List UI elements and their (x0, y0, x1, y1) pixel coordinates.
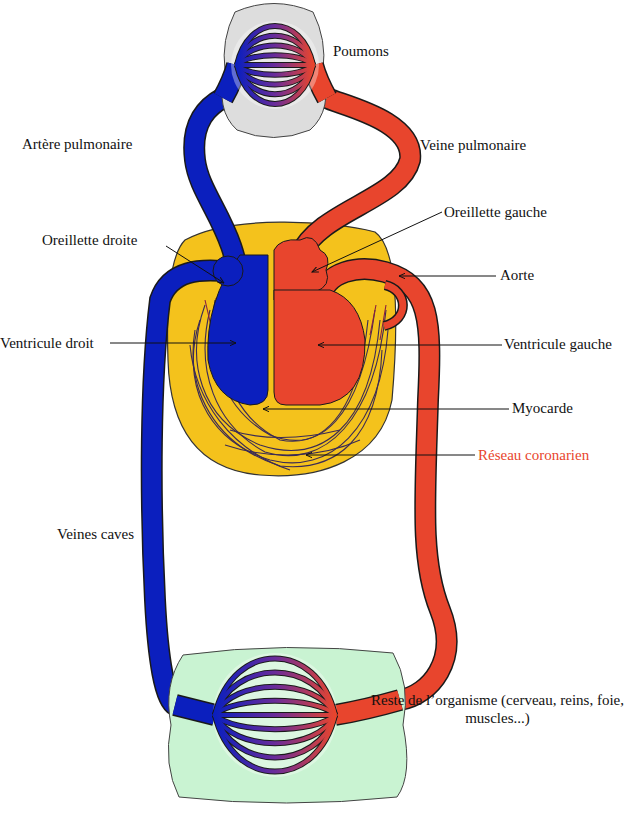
leader-line (399, 276, 496, 277)
coronary-artery-branch (384, 285, 403, 326)
vessel-stub-outline (175, 705, 215, 715)
capillary (215, 715, 335, 729)
part-label: Oreillette gauche (444, 203, 547, 221)
capillary-outline (215, 687, 335, 715)
part-label: Veines caves (57, 525, 134, 543)
capillary-outline (215, 658, 335, 715)
region-label: Reste de l’organisme (cerveau, reins, fo… (370, 691, 625, 727)
capillary (215, 713, 335, 717)
capillary-bed (231, 21, 319, 109)
region-shape (215, 0, 333, 142)
part-label: Ventricule gauche (504, 335, 612, 353)
capillary (237, 55, 313, 65)
leader-line (318, 345, 502, 346)
capillary-outline (215, 712, 335, 718)
capillary (215, 715, 335, 772)
lungs-region: Poumons (215, 0, 333, 142)
capillary-outline (237, 65, 313, 104)
region-outline (168, 647, 407, 803)
capillary (237, 36, 313, 65)
part-label: Réseau coronarien (478, 446, 589, 464)
leader-line (263, 409, 509, 410)
right-atrium (213, 256, 243, 286)
capillary-outline (237, 26, 313, 65)
region-outline (222, 4, 326, 138)
part-label: Aorte (500, 266, 534, 284)
part-label: Oreillette droite (42, 231, 137, 249)
right-ventricle (208, 255, 268, 405)
capillary (215, 658, 335, 715)
capillary (237, 65, 313, 75)
capillary (215, 673, 335, 715)
capillary (215, 701, 335, 715)
region-label: Poumons (333, 42, 389, 60)
capillary-outline (237, 55, 313, 65)
leader-line (110, 343, 236, 344)
left-ventricle (274, 290, 365, 405)
capillary-outline (215, 715, 335, 729)
leader-line (312, 212, 442, 272)
part-label: Artère pulmonaire (22, 135, 132, 153)
capillary-outline (215, 701, 335, 715)
body-region: Reste de l’organisme (cerveau, reins, fo… (165, 645, 410, 805)
capillary-outline (237, 65, 313, 75)
leader-line (306, 455, 475, 456)
capillary (237, 65, 313, 104)
coronary-artery-branch-fill (384, 285, 403, 326)
capillary-bed (213, 653, 337, 777)
capillary-outline (215, 715, 335, 772)
capillary (237, 63, 313, 67)
part-label: Veine pulmonaire (420, 136, 526, 154)
capillary (237, 46, 313, 66)
capillary (215, 687, 335, 715)
capillary-outline (237, 62, 313, 68)
vessel-stub (175, 705, 215, 715)
region-shape (165, 645, 410, 805)
capillary (237, 26, 313, 65)
capillary (215, 715, 335, 743)
part-label: Myocarde (512, 399, 573, 417)
part-label: Ventricule droit (0, 334, 94, 352)
leader-line (166, 246, 224, 283)
